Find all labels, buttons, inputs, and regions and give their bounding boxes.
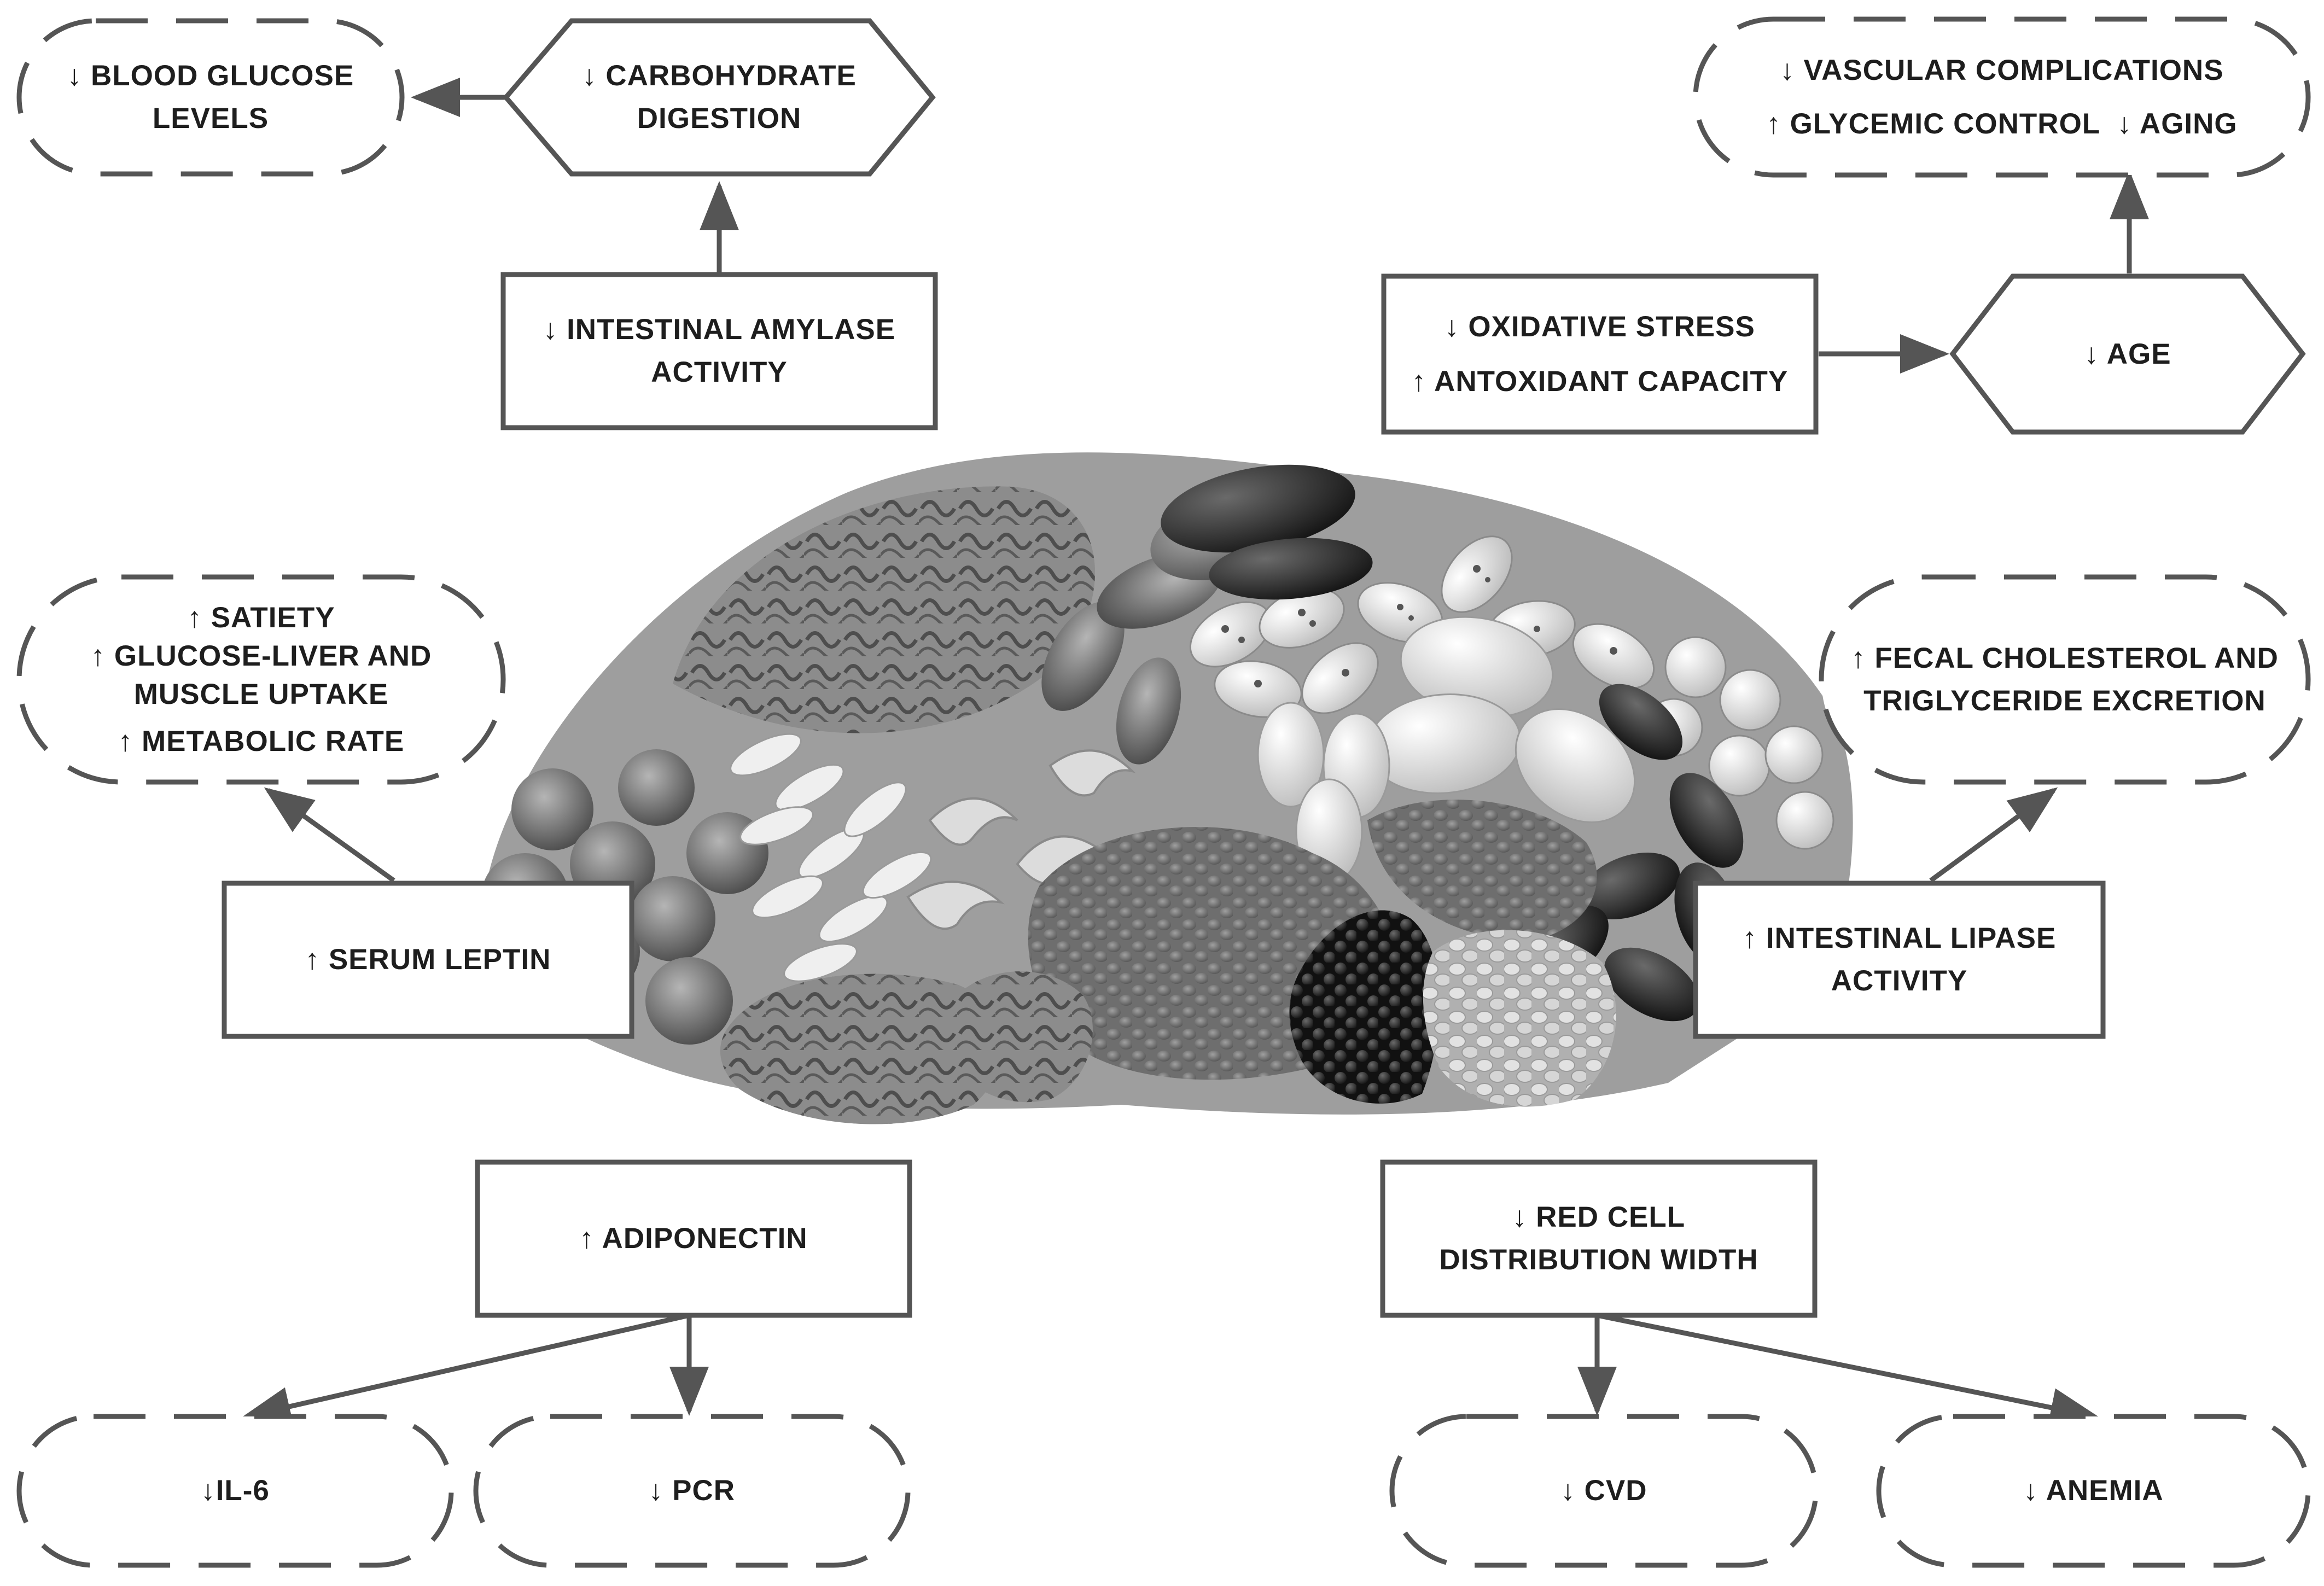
- lipase-box: [1693, 881, 2106, 1039]
- cvd-label: ↓ CVD: [1560, 1474, 1647, 1507]
- oxidative-box: [1381, 273, 1819, 435]
- rdw-label: ↓ RED CELL DISTRIBUTION WIDTH: [1439, 1201, 1758, 1276]
- satiety-label: ↑ SATIETY ↑ GLUCOSE-LIVER AND MUSCLE UPT…: [90, 601, 432, 757]
- anemia-pill: [1876, 1414, 2311, 1568]
- arrow-leptin-to-satiety: [264, 787, 395, 883]
- il6-label: ↓IL-6: [201, 1474, 270, 1507]
- oxidative-label: ↓ OXIDATIVE STRESS ↑ ANTOXIDANT CAPACITY: [1411, 310, 1789, 398]
- il6-pill: [16, 1414, 454, 1568]
- amylase-box: [500, 272, 938, 430]
- cvd-pill: [1389, 1414, 1819, 1568]
- amylase-label: ↓ INTESTINAL AMYLASE ACTIVITY: [543, 313, 896, 388]
- adiponectin-box: [475, 1159, 912, 1318]
- blood-glucose-pill: [16, 18, 405, 177]
- adiponectin-label: ↑ ADIPONECTIN: [579, 1222, 808, 1255]
- arrow-adiponectin-to-il6: [241, 1313, 690, 1426]
- blood-glucose-label: ↓ BLOOD GLUCOSE LEVELS: [67, 60, 354, 135]
- pcr-pill: [473, 1414, 911, 1568]
- leptin-label: ↑ SERUM LEPTIN: [305, 943, 551, 976]
- vascular-pill: [1693, 16, 2311, 178]
- pcr-label: ↓ PCR: [648, 1474, 736, 1507]
- lipase-label: ↑ INTESTINAL LIPASE ACTIVITY: [1742, 922, 2057, 997]
- vascular-label: ↓ VASCULAR COMPLICATIONS ↑ GLYCEMIC CONT…: [1766, 54, 2238, 140]
- satiety-pill: [16, 574, 506, 785]
- arrow-rdw-to-anemia: [1597, 1313, 2100, 1427]
- fecal-label: ↑ FECAL CHOLESTEROL AND TRIGLYCERIDE EXC…: [1851, 642, 2279, 717]
- age-hexagon: [1949, 273, 2306, 435]
- rdw-box: [1380, 1159, 1818, 1318]
- leptin-box: [222, 881, 634, 1039]
- age-label: ↓ AGE: [2084, 337, 2171, 370]
- carb-digestion-label: ↓ CARBOHYDRATE DIGESTION: [582, 60, 857, 135]
- fecal-pill: [1819, 574, 2311, 785]
- carb-digestion-hexagon: [503, 18, 936, 177]
- arrow-lipase-to-fecal: [1929, 787, 2058, 883]
- anemia-label: ↓ ANEMIA: [2023, 1474, 2164, 1507]
